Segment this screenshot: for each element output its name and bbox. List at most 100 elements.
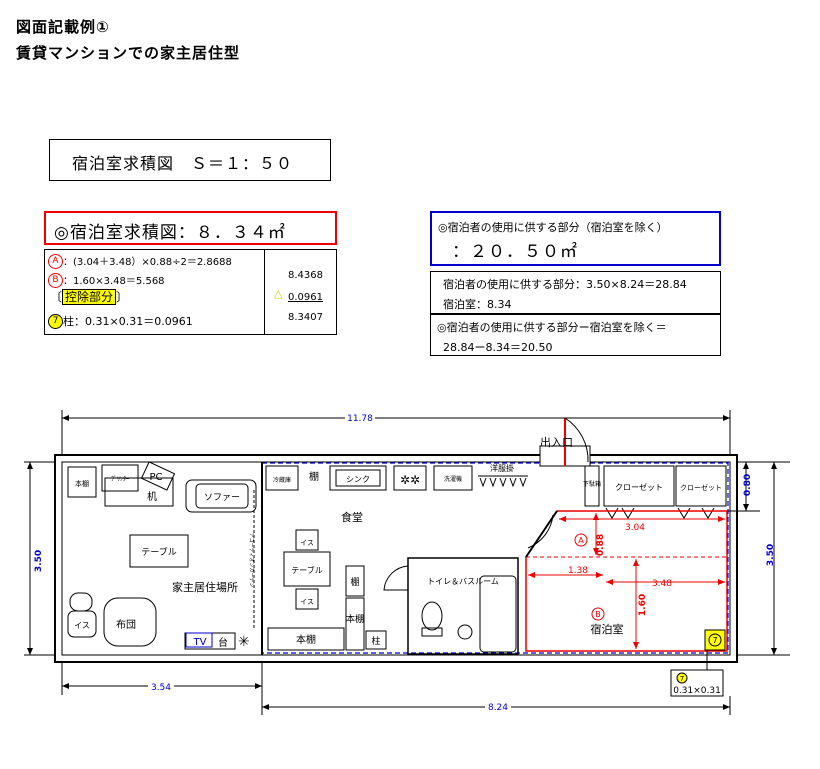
chair-left-label: イス [74,621,90,630]
shared-area-title-1: ◎宿泊者の使用に供する部分（宿泊室を除く） [438,221,668,234]
dim-160: 1.60 [638,594,648,616]
desk-label: 机 [147,490,157,503]
mark-b-icon: B [48,273,63,288]
hangers-icon [479,477,527,488]
deduct-highlight: 控除部分 [62,289,117,305]
pillar-corner-icon [708,633,722,647]
printer-label: ﾌﾟﾘﾝﾀｰ [111,476,129,483]
closet-2-label: クローゼット [680,483,722,492]
owner-space-label: 家主居住場所 [172,580,238,594]
bathtub [479,575,517,653]
guest-area-calc: A：(3.04＋3.48）×0.88÷2＝2.8688 B：1.60×3.48＝… [44,249,337,335]
shared-line-2: 宿泊室：8.34 [443,298,512,311]
shelf-top-label: 棚 [309,470,319,483]
dim-total-width: 11.78 [347,414,373,424]
desk [104,477,174,507]
entrance-label: 出入口 [540,435,573,449]
guest-door-wall [525,510,558,558]
shared-line-1: 宿泊者の使用に供する部分：3.50×8.24＝28.84 [443,278,687,291]
tv-label: TV [193,637,207,648]
calc-line-a: A：(3.04＋3.48）×0.88÷2＝2.8688 [48,253,232,271]
stove [393,465,427,491]
chair-bottom-label: イス [300,598,314,606]
chair-bottom [295,588,319,610]
toilet-icon [421,601,443,631]
svg-text:A: A [578,536,584,545]
inner-wall [61,461,731,656]
pillar-small [365,630,387,650]
shelf-mid-label: 棚 [350,576,359,588]
bookshelf-small-label: 本棚 [75,479,89,488]
calc-divider [264,250,265,334]
light-icon: ✳ [238,634,250,650]
minus-triangle-icon: △ [274,287,283,300]
pillar-mark-icon: 7 [48,314,63,329]
fridge-label: 冷蔵庫 [273,476,291,484]
table-left-label: テーブル [141,546,176,558]
table-left [129,534,189,568]
clothes-hanger-label: 洋服掛 [490,463,514,473]
shared-area-title-box: ◎宿泊者の使用に供する部分（宿泊室を除く） ：２０．５０㎡ [430,211,721,266]
sofa-label: ソファー [204,493,240,503]
pc [140,461,176,491]
shared-calc-1: 宿泊者の使用に供する部分：3.50×8.24＝28.84 宿泊室：8.34 [430,271,721,314]
dining-label: 食堂 [341,510,363,524]
guest-door-swing [527,514,554,549]
dim-right-width: 8.24 [488,703,508,713]
dim-top-right: 0.80 [743,474,753,496]
stove-icon: ✲✲ [400,473,420,487]
scale-title: 宿泊室求積図 Ｓ＝１：５０ [72,154,294,173]
closet-1 [603,465,675,507]
dim-304: 3.04 [625,523,645,533]
sink-label: シンク [346,475,370,484]
header-subtitle: 賃貸マンションでの家主居住型 [16,44,241,62]
svg-text:7: 7 [680,675,684,683]
mark-a-plan-icon [574,533,588,547]
washbasin-icon [457,624,473,640]
outer-wall [54,454,738,663]
bookshelf-mid-label: 本棚 [346,613,364,625]
bookshelf-mid [345,597,365,651]
bath-door-swing [383,565,409,591]
dim-348: 3.48 [652,579,672,589]
scale-box: 宿泊室求積図 Ｓ＝１：５０ [49,139,331,181]
bookshelf-bottom [267,627,345,651]
shelf-mid [345,565,365,597]
mark-a-icon: A [48,254,63,269]
table-dining-label: テーブル [291,565,323,575]
fridge [265,465,299,491]
chair-top [295,529,319,551]
calc-line-b: B：1.60×3.48＝5.568 [48,272,165,290]
shared-area-title-2: ：２０．５０㎡ [452,242,578,262]
guest-room-label: 宿泊室 [591,622,624,636]
futon-label: 布団 [116,619,136,631]
svg-text:7: 7 [712,636,717,645]
sum-result: 8.3407 [288,312,323,323]
shared-line-4: 28.84ー8.34＝20.50 [443,341,553,354]
pc-label: PC [149,472,162,483]
dim-height-right: 3.50 [766,544,776,566]
chair-top-label: イス [300,539,314,547]
shoe-box [584,465,600,507]
bookshelf-small [67,466,97,498]
sum-2: 0.0961 [288,292,323,303]
futon [103,597,157,647]
svg-text:B: B [595,610,601,619]
deduct-label: 〔控除部分〕 [50,289,129,305]
dim-088: 0.88 [596,534,606,556]
washer-label: 洗濯機 [444,475,462,483]
dim-138: 1.38 [568,566,588,576]
shared-calc-2: ◎宿泊者の使用に供する部分ー宿泊室を除く＝ 28.84ー8.34＝20.50 [430,314,721,356]
guest-area-title: ◎宿泊室求積図：８．３４㎡ [54,223,286,243]
pillar-small-label: 柱 [371,635,380,647]
toilet-bath-room [407,557,519,655]
washer [433,465,473,491]
table-dining [283,551,331,587]
shoe-box-label: 下駄箱 [583,480,601,488]
sink [329,465,387,491]
closet-1-label: クローゼット [615,482,663,492]
guest-area-title-box: ◎宿泊室求積図：８．３４㎡ [44,211,337,245]
bookshelf-bottom-label: 本棚 [296,633,316,646]
dim-height-left: 3.50 [34,550,44,572]
